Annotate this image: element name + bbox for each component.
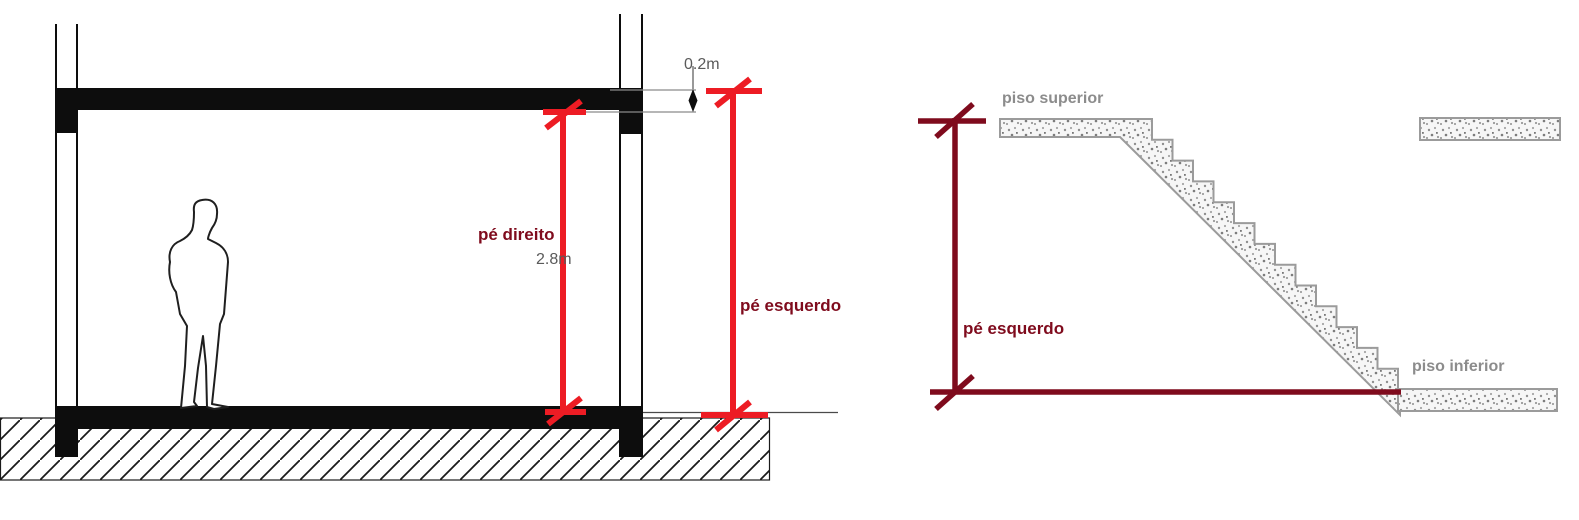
piso-inferior-label: piso inferior bbox=[1412, 358, 1505, 375]
pe-esquerdo-label-right: pé esquerdo bbox=[963, 319, 1065, 338]
floor-slab bbox=[55, 406, 643, 429]
slab-thickness-label: 0.2m bbox=[684, 56, 720, 73]
column-right bbox=[619, 14, 643, 430]
double-arrow-diamond bbox=[688, 89, 698, 112]
stair-diagram bbox=[918, 101, 1561, 418]
footing-left bbox=[55, 429, 78, 457]
ceiling-joint-right bbox=[619, 110, 643, 134]
ceiling-height-label: 2.8m bbox=[536, 251, 572, 268]
upper-floor-slab-right bbox=[1419, 117, 1561, 141]
pe-esquerdo-dimension-right bbox=[918, 101, 1401, 412]
section-diagram bbox=[0, 14, 838, 481]
footing-right bbox=[619, 429, 643, 457]
piso-superior-label: piso superior bbox=[1002, 90, 1104, 107]
ceiling-joint-left bbox=[55, 110, 78, 133]
column-left bbox=[55, 24, 78, 430]
lower-floor-slab bbox=[1397, 388, 1558, 412]
person-figure bbox=[168, 198, 229, 410]
staircase bbox=[999, 118, 1401, 418]
ceiling-slab bbox=[55, 88, 643, 110]
pe-direito-dimension bbox=[543, 98, 586, 427]
pe-esquerdo-dimension-left bbox=[701, 76, 768, 433]
pe-direito-label: pé direito bbox=[478, 225, 555, 244]
pe-esquerdo-label-left: pé esquerdo bbox=[740, 296, 842, 315]
